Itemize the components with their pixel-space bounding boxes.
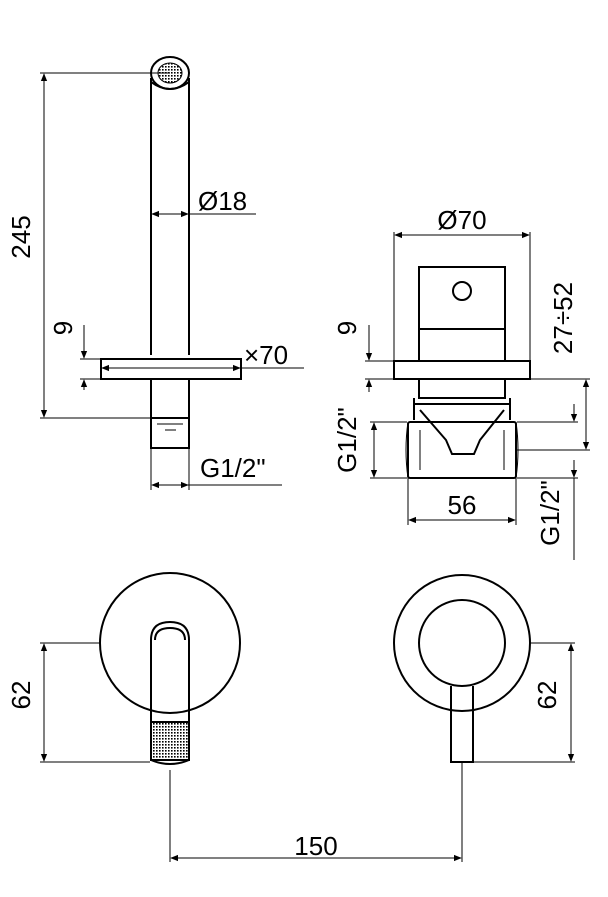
mixer-handle: [418, 266, 506, 330]
dim-56: 56: [448, 490, 477, 520]
rosette-flange-left: [100, 358, 242, 380]
rosette-front-right: [393, 574, 531, 712]
mixer-body: [407, 421, 517, 479]
lever-front: [450, 686, 474, 763]
dim-27-52: 27÷52: [548, 282, 578, 354]
mixer-side-view: Ø70 9 27÷52 G1/2" G1/2" 56: [332, 205, 590, 560]
handle-front: [418, 599, 506, 687]
dim-62-left: 62: [6, 681, 36, 710]
dim-9-right: 9: [332, 321, 362, 335]
dim-62-right: 62: [532, 681, 562, 710]
rosette-flange-right: [393, 360, 531, 380]
dim-diameter-18: Ø18: [198, 186, 247, 216]
dim-diameter-70-top: Ø70: [437, 205, 486, 235]
dim-245: 245: [6, 215, 36, 258]
spout-front-view: 62: [6, 572, 241, 862]
aerator-front: [150, 721, 190, 761]
dim-g12-inlet-left: G1/2": [332, 407, 362, 473]
dim-9-left: 9: [48, 321, 78, 335]
dim-diameter-70-left: ×70: [244, 340, 288, 370]
dim-150-group: 150: [170, 831, 462, 862]
rosette-front-left: [99, 572, 241, 714]
spout-side-view: 245 Ø18 9 ×70 G1/2": [6, 56, 304, 490]
handle-screw: [452, 281, 472, 301]
spout-tube: [150, 78, 190, 355]
dim-g12-spout: G1/2": [200, 453, 266, 483]
spout-fitting: [150, 417, 190, 449]
dim-150: 150: [294, 831, 337, 861]
mixer-front-view: 62: [393, 574, 575, 862]
dim-g12-inlet-bottom: G1/2": [535, 480, 565, 546]
